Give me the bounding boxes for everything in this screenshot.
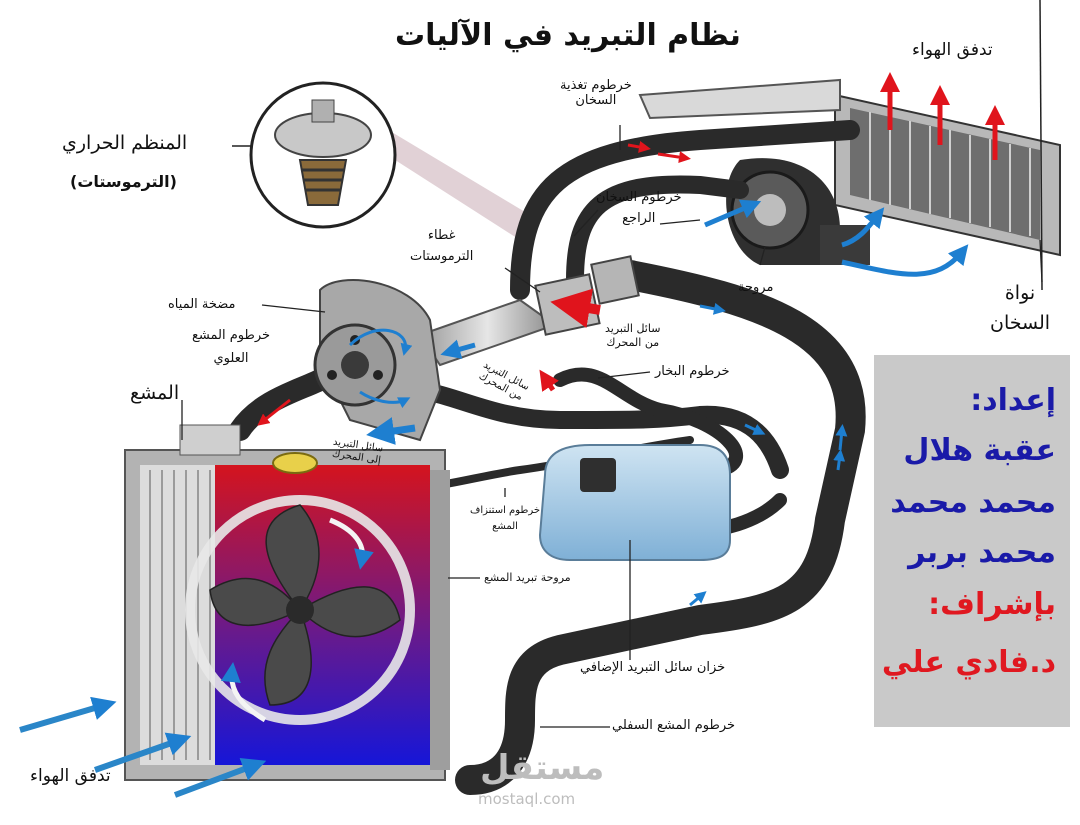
watermark-brand: مستقل — [480, 748, 605, 788]
credits-panel: إعداد: عقبة هلال محمد محمد محمد بربر بإش… — [874, 355, 1070, 727]
label-coolant-from-engine-line1: سائل التبريد — [605, 322, 661, 335]
leader-lines — [181, 125, 1043, 728]
label-reservoir: خزان سائل التبريد الإضافي — [580, 660, 726, 675]
credits-supervised-by: بإشراف: — [928, 587, 1056, 622]
label-fan: مروحة — [738, 280, 774, 295]
label-radiator: المشع — [130, 382, 180, 404]
label-heater-core: نواة السخان — [990, 282, 1050, 334]
callout-cone — [380, 125, 530, 240]
label-heater-return-hose: خرطوم السخان الراجع — [596, 190, 682, 226]
label-coolant-from-engine: سائل التبريد من المحرك — [605, 322, 660, 350]
page-title: نظام التبريد في الآليات — [395, 18, 741, 53]
credits-supervisor: د.فادي علي — [881, 645, 1056, 680]
label-coolant-from-engine-line2: من المحرك — [606, 336, 660, 349]
label-overflow-hose: خرطوم استنزاف المشع — [470, 505, 540, 533]
label-water-pump: مضخة المياه — [168, 297, 236, 312]
label-heater-core-line2: السخان — [990, 312, 1051, 334]
label-upper-hose-line2: العلوي — [213, 351, 249, 366]
coolant-reservoir-icon — [538, 444, 731, 561]
label-heater-feed-hose: خرطوم تغذية السخان — [560, 78, 632, 108]
label-thermostat: المنظم الحراري — [62, 132, 188, 154]
label-radiator-fan: مروحة تبريد المشع — [484, 571, 571, 584]
credits-name-2: محمد محمد — [890, 485, 1056, 520]
label-heater-feed-hose-line2: السخان — [575, 93, 617, 108]
watermark-url: mostaql.com — [478, 790, 576, 808]
label-steam-hose: خرطوم البخار — [655, 364, 730, 379]
label-heater-feed-hose-line1: خرطوم تغذية — [560, 78, 632, 93]
hoses — [229, 120, 866, 795]
credits-name-3: محمد بربر — [908, 535, 1056, 570]
heater-airflow-arrows — [880, 72, 1005, 160]
label-thermostat-cover-line2: الترموستات — [410, 249, 474, 264]
label-heater-return-hose-line1: خرطوم السخان — [596, 190, 682, 205]
airflow-arrows — [19, 696, 267, 798]
label-lower-hose: خرطوم المشع السفلي — [612, 718, 736, 733]
radiator-fan-icon — [185, 495, 415, 725]
label-heater-core-line1: نواة — [1004, 282, 1036, 304]
label-overflow-hose-line1: خرطوم استنزاف — [470, 505, 541, 516]
blower-arrows — [704, 199, 969, 277]
label-thermostat-cover-line1: غطاء — [427, 228, 456, 243]
label-thermostat-alt: (الترموستات) — [70, 172, 177, 191]
label-airflow-top: تدفق الهواء — [912, 40, 993, 60]
credits-name-1: عقبة هلال — [903, 433, 1056, 468]
label-overflow-hose-line2: المشع — [492, 521, 518, 532]
water-pump-icon — [313, 279, 442, 442]
label-airflow-bottom: تدفق الهواء — [30, 766, 111, 786]
label-heater-return-hose-line2: الراجع — [622, 211, 656, 226]
label-upper-hose-line1: خرطوم المشع — [192, 328, 271, 343]
label-upper-hose: خرطوم المشع العلوي — [192, 328, 270, 366]
hot-inflow-arrow — [550, 288, 601, 329]
label-thermostat-cover: غطاء الترموستات — [410, 228, 473, 264]
credits-prepared-by: إعداد: — [970, 383, 1056, 418]
